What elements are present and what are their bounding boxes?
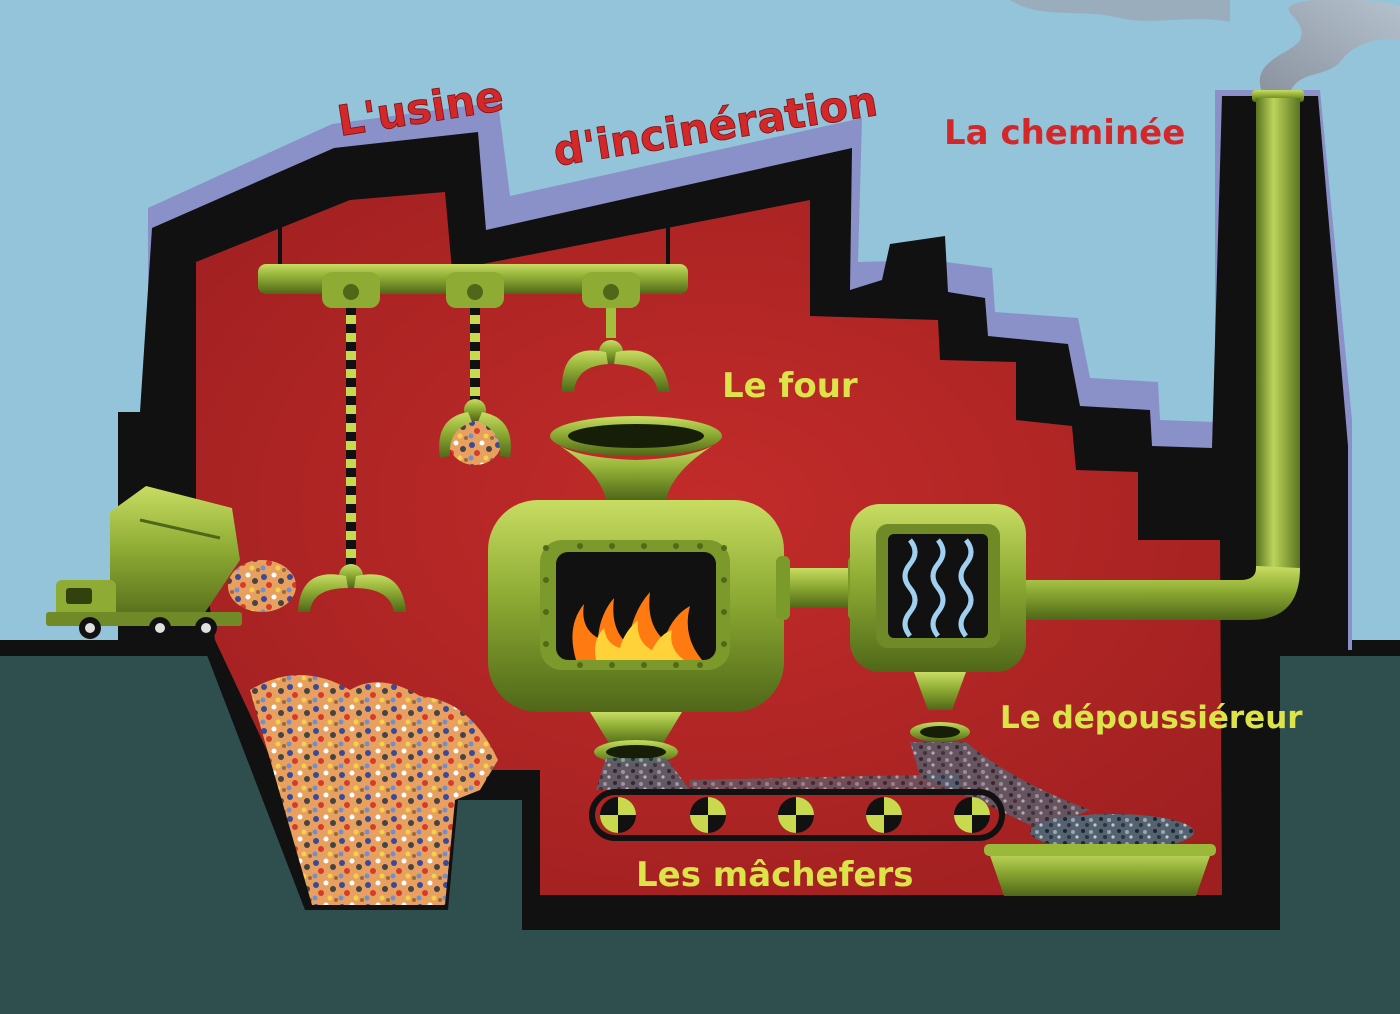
conveyor-belt-icon	[589, 789, 1005, 841]
falling-ash	[910, 742, 1090, 830]
crane-claw-icon	[298, 564, 406, 612]
chimney-pipe	[1256, 98, 1300, 568]
label-furnace: Le four	[722, 366, 858, 406]
garbage-pile	[250, 675, 498, 905]
crane-claw-icon	[439, 399, 511, 465]
crane-cable	[606, 308, 616, 338]
smoke-icon	[1010, 0, 1230, 22]
ash-tray-icon	[984, 814, 1216, 896]
garbage-truck-icon	[46, 486, 296, 639]
pipe-elbow	[1010, 566, 1300, 620]
filter-icon	[850, 504, 1026, 742]
crane-claw-icon	[561, 340, 670, 392]
falling-ash	[596, 758, 690, 790]
falling-trash	[228, 560, 296, 612]
label-chimney: La cheminée	[944, 113, 1185, 153]
flame-icon	[572, 592, 702, 660]
falling-ash	[690, 774, 960, 792]
crane-cable	[346, 308, 356, 570]
label-bottom-ash: Les mâchefers	[636, 855, 913, 895]
smoke-icon	[1259, 0, 1400, 92]
label-dust-remover: Le dépoussiéreur	[1000, 700, 1303, 736]
crane-cable	[470, 308, 480, 408]
